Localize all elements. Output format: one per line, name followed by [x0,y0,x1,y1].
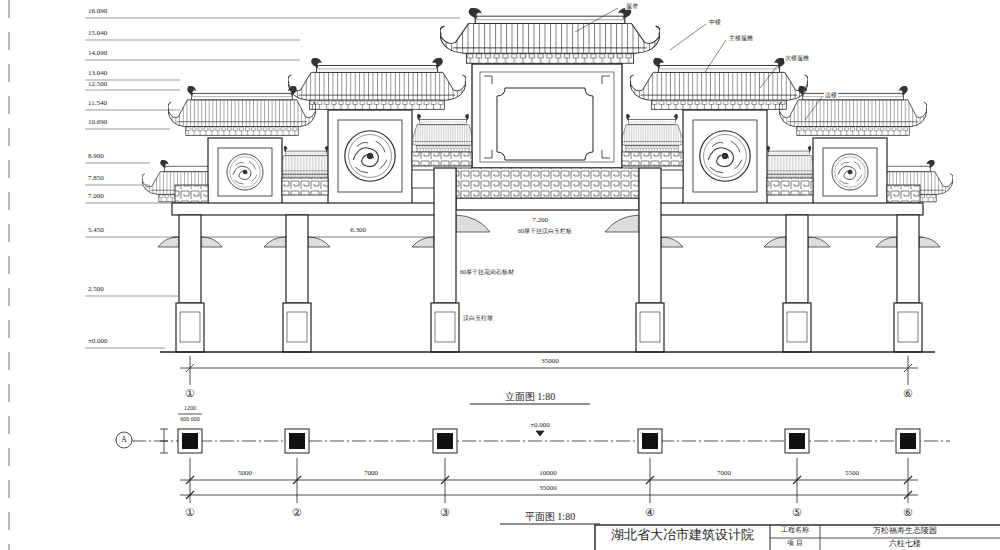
axis-number: ⑥ [902,506,914,518]
dimension: 7000 [716,470,732,478]
axis-number: ① [184,387,196,399]
material-note: 60厚干挂花岗石板材 [459,269,515,276]
title-cell: 项 目 [786,540,804,548]
dimension: 5000 [237,470,253,478]
level-note: 7.200 [531,217,549,225]
plan [116,414,950,524]
axis-number: ④ [644,506,656,518]
level-mark: ±0.000 [87,338,109,346]
view-title: 平面图 1:80 [524,511,576,522]
panels [208,64,887,205]
margin-marks [9,0,10,550]
callout: 屋脊 [625,3,639,10]
axis-number: ⑥ [902,387,914,399]
level-mark: 12.500 [87,81,108,89]
beams [158,168,940,247]
dimension: 10000 [538,470,558,478]
dimension: 7000 [363,470,379,478]
level-mark: 11.540 [87,100,108,108]
dimension: 35000 [540,358,560,366]
dimension: 35000 [538,485,558,493]
level-mark: 13.040 [87,70,108,78]
roofs [142,8,953,202]
callout: 次楼屋檐 [784,55,810,62]
level-mark: ±0.000 [529,422,551,430]
level-mark: 10.690 [87,119,108,127]
columns [176,168,922,352]
dimension: 600 600 [179,416,201,423]
level-mark: 7.850 [87,175,105,183]
callout: 主楼屋檐 [728,35,754,42]
level-note: 6.300 [349,227,367,235]
axis-number: ② [291,506,303,518]
dimension: 1200 [183,405,197,412]
title-cell: 工程名称 [780,527,810,535]
level-mark: 5.450 [87,227,105,235]
level-mark: 8.900 [87,153,105,161]
axis-number: ⑤ [791,506,803,518]
material-note: 60厚干挂汉白玉栏板 [517,228,573,235]
level-mark: 14.090 [87,50,108,58]
title-cell: 六柱七楼 [888,540,922,549]
material-note: 汉白玉柱墩 [462,315,494,322]
callout: 中楼 [708,19,722,26]
dimension: 5500 [844,470,860,478]
callout: 边楼 [824,92,838,99]
axis-letter: A [120,436,128,445]
axis-number: ③ [439,506,451,518]
ground-and-dims [160,352,935,436]
level-mark: 15.040 [87,30,108,38]
leader-lines [575,8,822,120]
level-mark: 16.090 [87,8,108,16]
axis-number: ① [184,506,196,518]
level-mark: 2.500 [87,286,105,294]
view-title: 立面图 1:80 [504,391,556,402]
institute-name: 湖北省大冶市建筑设计院 [610,528,755,542]
level-mark: 7.000 [87,193,105,201]
title-block [595,525,1000,550]
friezes [175,152,920,203]
title-cell: 万松福寿生态陵园 [872,527,938,536]
